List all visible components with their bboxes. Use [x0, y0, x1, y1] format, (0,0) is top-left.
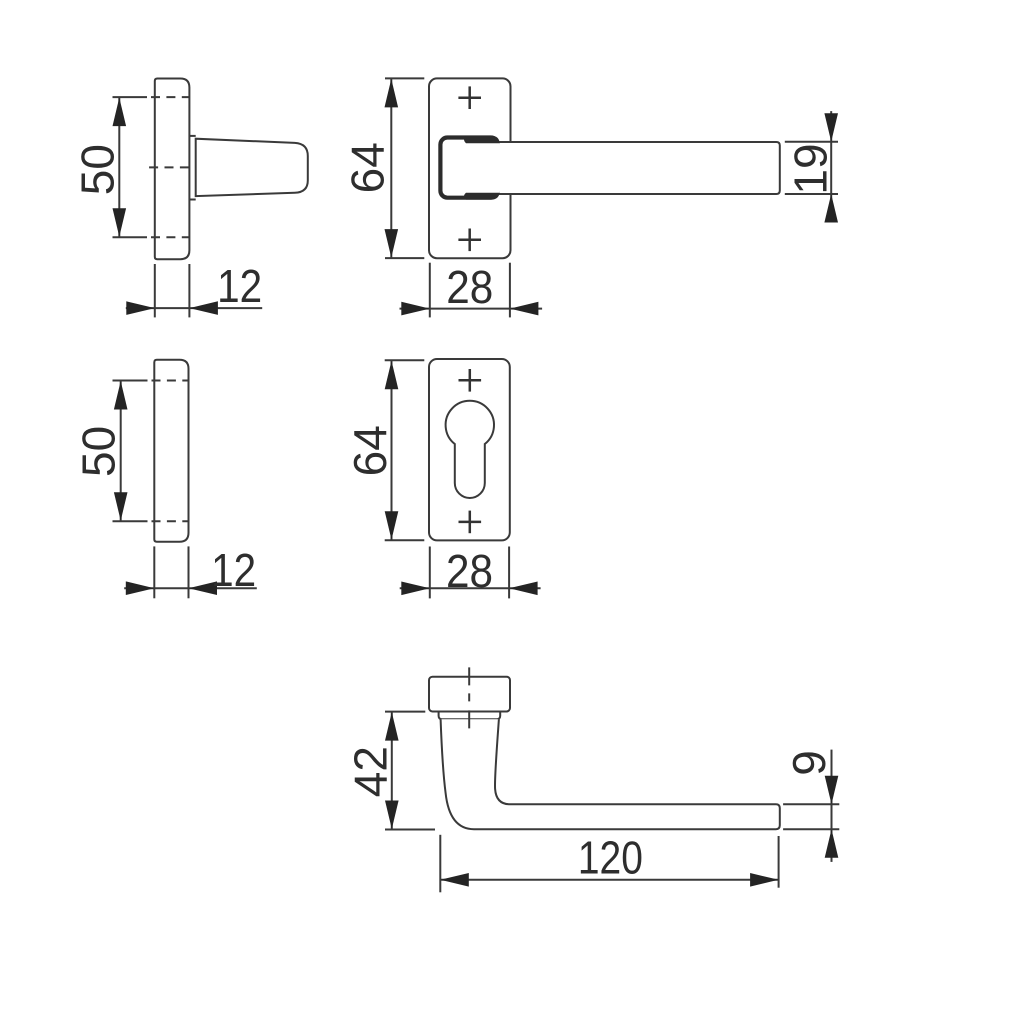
svg-text:120: 120	[578, 832, 643, 884]
svg-text:28: 28	[446, 545, 493, 597]
svg-text:28: 28	[446, 261, 493, 313]
svg-text:64: 64	[342, 142, 394, 193]
svg-text:9: 9	[783, 750, 835, 776]
svg-text:12: 12	[217, 260, 262, 312]
svg-text:50: 50	[73, 426, 125, 477]
svg-text:42: 42	[345, 746, 397, 797]
svg-text:50: 50	[71, 144, 123, 195]
svg-text:12: 12	[211, 544, 256, 596]
svg-text:64: 64	[344, 425, 396, 476]
svg-text:19: 19	[784, 143, 836, 194]
